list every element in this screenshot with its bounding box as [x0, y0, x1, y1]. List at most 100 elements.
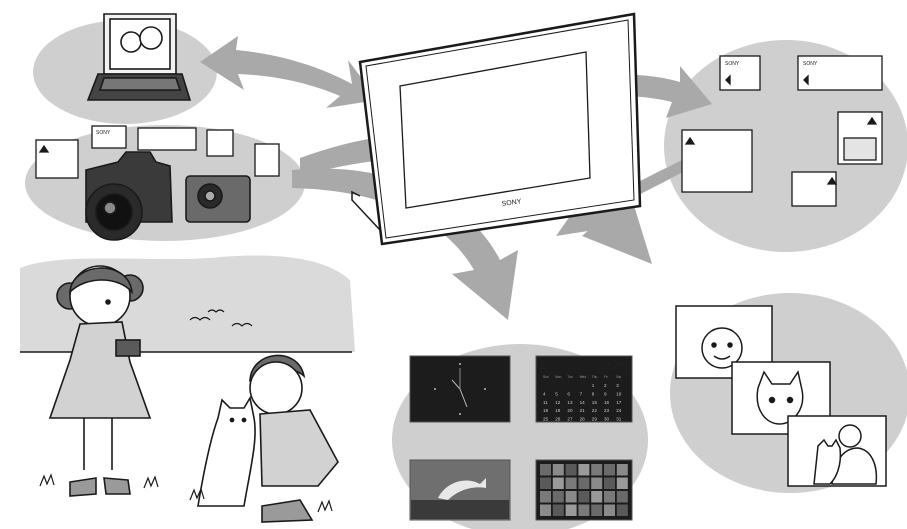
clock-minute-hand — [459, 388, 468, 408]
calendar-weekday: Thu — [592, 375, 598, 379]
boy-eye-left — [711, 342, 717, 348]
calendar-weekday: Tue — [567, 375, 573, 379]
clock-hour-hand — [451, 379, 461, 390]
calendar-weekday: Sun — [543, 375, 549, 379]
calendar-month: 2009 JANUARY — [549, 361, 575, 365]
thumbnail-tile — [591, 477, 603, 489]
thumbnail-tile — [540, 504, 551, 516]
bird — [231, 322, 253, 327]
thumbnail-tile — [540, 464, 551, 476]
calendar-date: 16 — [604, 400, 610, 405]
clock-ticks — [434, 363, 486, 415]
thumbnail-tile — [578, 464, 590, 476]
calendar-date: 2 — [604, 383, 607, 388]
calendar-date: 21 — [580, 408, 586, 413]
calendar-date: 15 — [592, 400, 598, 405]
girl-shoe-left — [69, 477, 97, 497]
cat-eye-left — [768, 396, 776, 404]
bird — [207, 309, 225, 313]
calendar-weekday: Wed — [580, 375, 587, 379]
boy-smile — [713, 355, 731, 360]
calendar-date: 4 — [543, 391, 546, 396]
memory-stick-pro-card — [719, 55, 761, 91]
thumbnail-tile — [552, 504, 564, 516]
cf-marker — [38, 144, 50, 153]
sd-marker — [866, 116, 878, 125]
calendar-date: 12 — [555, 400, 561, 405]
memory-stick-card — [137, 127, 197, 151]
frame-inner-edge — [365, 19, 635, 239]
boy-shoe — [261, 499, 314, 523]
calendar-date: 6 — [567, 391, 570, 396]
xd-card — [791, 171, 837, 207]
calendar-date: 27 — [567, 417, 573, 422]
pc-frame-double-arrow — [200, 36, 378, 108]
thumbnail-tile — [565, 477, 577, 489]
grass-tuft — [143, 475, 159, 489]
sd-card-small — [206, 129, 234, 157]
calendar-date: 9 — [604, 391, 607, 396]
thumbnail-tile — [540, 491, 551, 503]
thumbnail-tile — [616, 491, 628, 503]
birds — [189, 309, 253, 327]
clock-tick — [484, 388, 486, 390]
girl-hair — [69, 267, 134, 295]
sd-card-small-2 — [254, 143, 280, 177]
laptop-illustration — [86, 13, 192, 101]
girl-held-camera — [115, 339, 141, 357]
calendar-date: 24 — [616, 408, 622, 413]
calendar-date: 20 — [567, 408, 573, 413]
calendar-weekday: Sat — [616, 375, 621, 379]
analog-clock — [451, 368, 468, 408]
single-photo-sea — [411, 500, 509, 519]
calendar-date: 19 — [555, 408, 561, 413]
calendar-date: 17 — [616, 400, 622, 405]
thumbnail-tile — [565, 504, 577, 516]
thumbnail-tile — [552, 477, 564, 489]
dslr-lens-glass — [103, 201, 117, 215]
grass-tufts — [39, 473, 333, 513]
thumbnail-tile — [578, 504, 590, 516]
cat-body — [197, 395, 256, 507]
boy-eye-right — [727, 342, 733, 348]
thumbnail-tile — [565, 464, 577, 476]
cat-eye — [229, 417, 235, 423]
calendar-date: 26 — [555, 417, 561, 422]
thumbnail-tile — [616, 464, 628, 476]
clock-tick — [459, 413, 461, 415]
compact-camera-lens-glass — [204, 190, 216, 202]
calendar-date: 5 — [555, 391, 558, 396]
calendar-date: 11 — [543, 400, 548, 405]
calendar-date: 10 — [616, 391, 622, 396]
thumbnail-tile — [604, 464, 615, 476]
thumbnail-tile — [578, 491, 590, 503]
thumbnail-tile — [591, 464, 603, 476]
calendar-date: 29 — [592, 417, 598, 422]
boy-face — [701, 327, 743, 369]
girl-with-camera — [48, 265, 152, 497]
thumbnail-tile — [552, 464, 564, 476]
photo-frame-illustration: SONY — [351, 12, 642, 246]
calendar-date: 31 — [616, 417, 622, 422]
thumbnail-tile — [616, 477, 628, 489]
calendar-date: 8 — [592, 391, 595, 396]
cat-face — [756, 370, 804, 425]
compactflash-card-large — [681, 129, 753, 193]
xd-marker — [826, 176, 838, 185]
calendar-ampm: AM — [624, 365, 630, 370]
camera-side-cards: SONY — [35, 125, 280, 179]
memory-stick-duo-brand: SONY — [96, 130, 111, 136]
thumbnail-tile — [552, 491, 564, 503]
photo-print-group — [675, 305, 887, 487]
thumbnail-tile — [540, 477, 551, 489]
children-scene — [20, 265, 352, 523]
memory-card-group: SONY SONY — [681, 55, 883, 207]
boy-head — [249, 361, 303, 415]
calendar-day: 1 — [541, 361, 547, 372]
laptop-keyboard — [98, 77, 182, 91]
thumbnail-tile — [604, 477, 615, 489]
compactflash-card-small — [35, 139, 79, 179]
calendar-weekday: Fri — [604, 375, 608, 379]
calendar-date: 3 — [616, 383, 619, 388]
